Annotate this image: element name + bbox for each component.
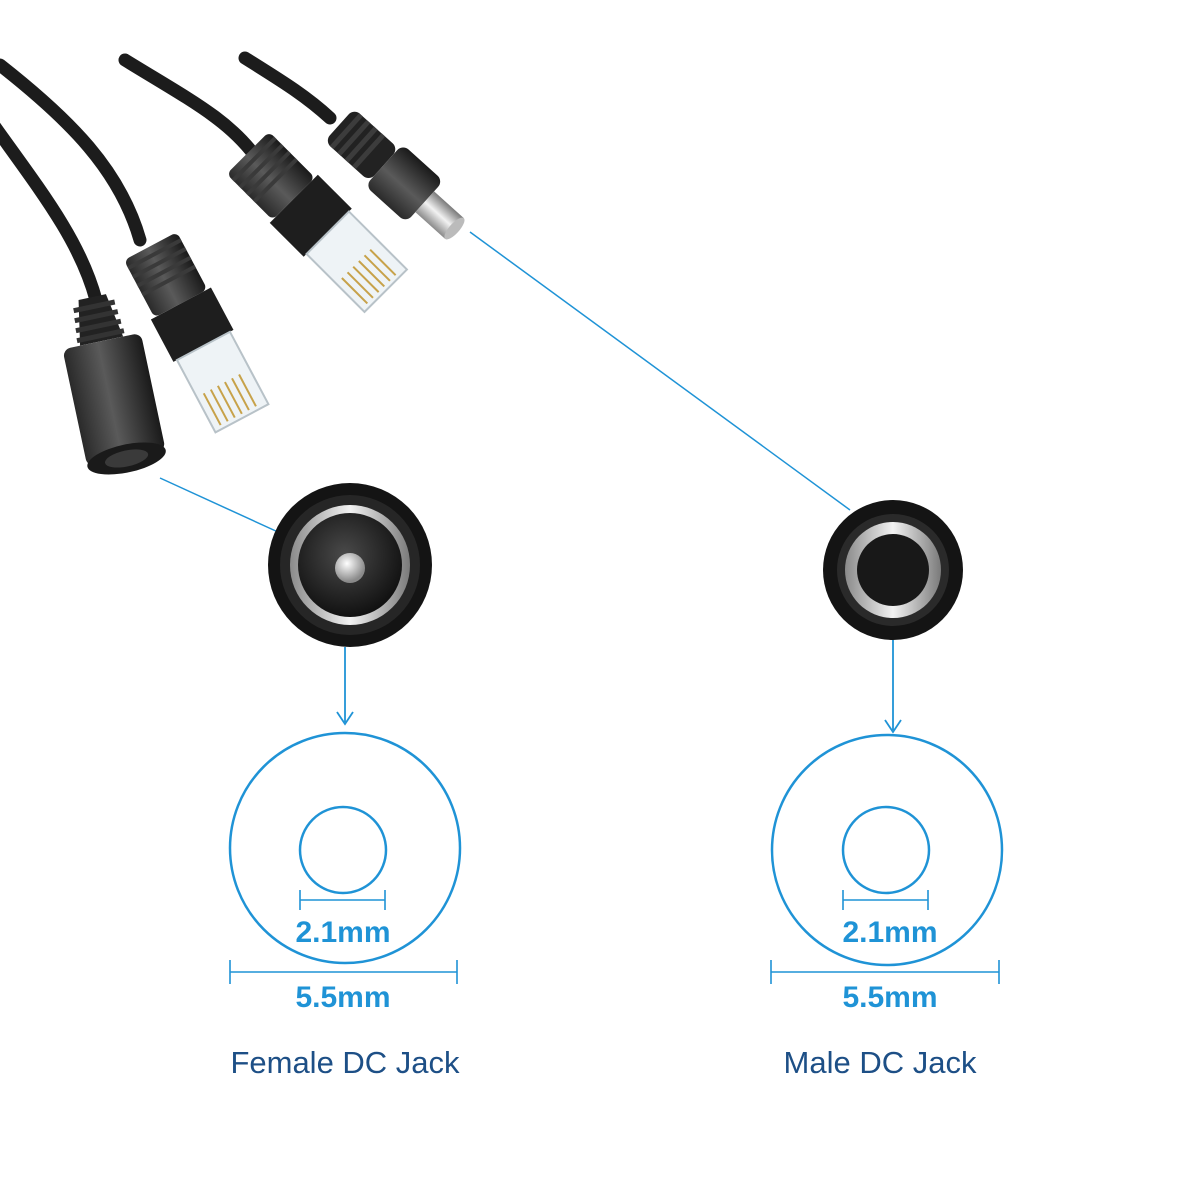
cable-group <box>0 51 337 307</box>
female-outer-circle <box>228 731 462 965</box>
female-jack-caption: Female DC Jack <box>230 1045 460 1080</box>
male-dimension-diagram <box>770 733 1004 984</box>
female-down-arrow <box>336 647 354 726</box>
female-dimension-diagram <box>228 731 462 984</box>
cable-female-dc <box>0 122 103 307</box>
male-outer-diameter-label: 5.5mm <box>842 981 938 1014</box>
rj45-connector-right <box>229 134 409 314</box>
female-dc-plug <box>63 294 166 475</box>
rj45-connector-left <box>126 234 270 434</box>
male-leader-line <box>469 231 851 511</box>
male-dc-plug <box>327 111 465 240</box>
cable-rj45-right <box>118 53 265 167</box>
female-inner-circle <box>298 805 388 895</box>
female-inner-diameter-label: 2.1mm <box>295 916 391 949</box>
male-inner-diameter-label: 2.1mm <box>842 916 938 949</box>
female-outer-diameter-label: 5.5mm <box>295 981 391 1014</box>
cable-male-dc <box>238 51 337 125</box>
male-outer-circle <box>770 733 1004 967</box>
male-jack-caption: Male DC Jack <box>783 1045 977 1080</box>
female-leader-line <box>159 477 279 533</box>
male-jack-closeup <box>823 500 963 640</box>
male-inner-circle <box>841 805 931 895</box>
cable-rj45-left <box>0 58 147 247</box>
female-jack-closeup <box>268 483 432 647</box>
male-down-arrow <box>884 640 902 734</box>
